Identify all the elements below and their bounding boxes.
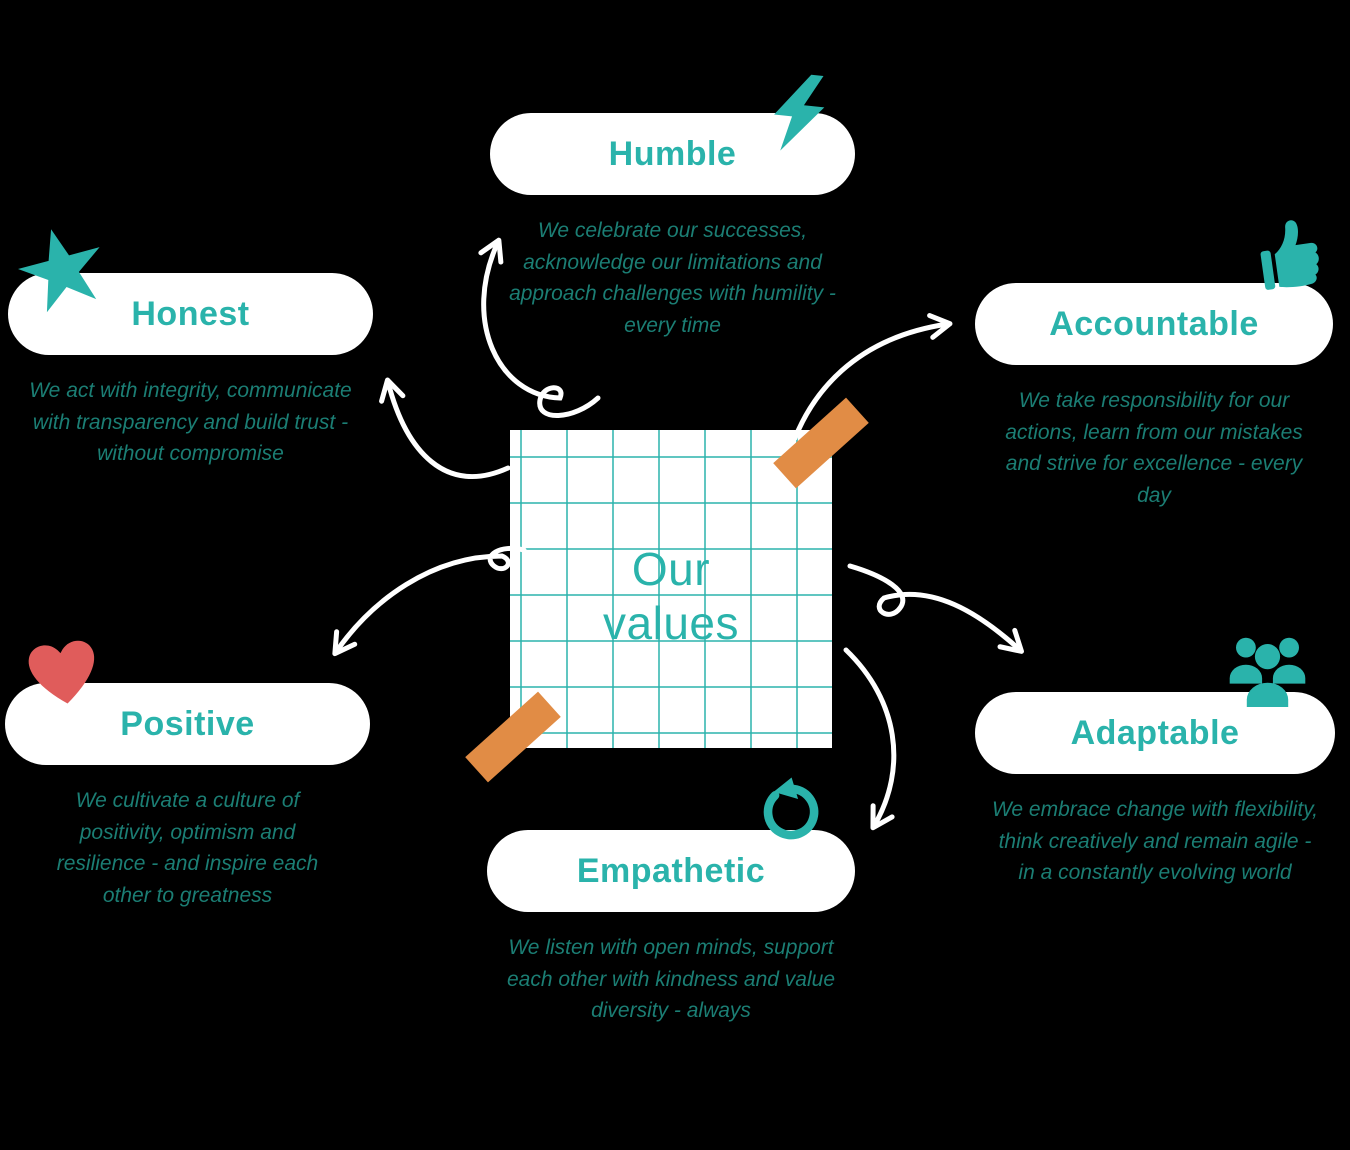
value-label: Honest (131, 294, 250, 333)
value-empathetic: Empathetic We listen with open minds, su… (487, 777, 855, 1027)
arrow-to-empathetic (843, 647, 897, 831)
cycle-icon (752, 776, 824, 848)
value-pill: Empathetic (487, 830, 855, 912)
arrow-to-positive (332, 546, 527, 657)
value-description: We embrace change with flexibility, thin… (991, 798, 1319, 884)
value-label: Adaptable (1070, 713, 1240, 752)
center-note: Our values (510, 430, 832, 748)
value-description: We cultivate a culture of positivity, op… (56, 789, 319, 907)
value-label: Humble (608, 134, 737, 173)
heart-icon (17, 625, 110, 718)
value-description: We celebrate our successes, acknowledge … (509, 219, 836, 337)
value-label: Empathetic (576, 851, 766, 890)
center-title-line2: values (603, 597, 739, 650)
value-honest: Honest We act with integrity, communicat… (8, 229, 373, 470)
value-adaptable: Adaptable We embrace change with flexibi… (975, 637, 1335, 889)
star-icon (8, 216, 116, 324)
center-title-line1: Our (631, 543, 711, 595)
value-positive: Positive We cultivate a culture of posit… (5, 640, 370, 911)
value-accountable: Accountable We take responsibility for o… (975, 220, 1333, 511)
arrow-to-accountable (792, 313, 953, 441)
thumbs-up-icon (1240, 208, 1328, 298)
value-description: We listen with open minds, support each … (506, 936, 836, 1022)
arrow-to-adaptable (847, 563, 1024, 654)
value-description: We act with integrity, communicate with … (29, 379, 352, 465)
value-pill: Accountable (975, 283, 1333, 365)
value-label: Accountable (1049, 304, 1259, 343)
people-icon (1220, 626, 1315, 716)
grid-paper (510, 430, 832, 748)
value-humble: Humble We celebrate our successes, ackno… (490, 74, 855, 341)
lightning-icon (754, 68, 844, 158)
value-description: We take responsibility for our actions, … (1005, 389, 1303, 507)
arrow-to-honest (379, 377, 511, 480)
center-title: Our values (510, 542, 832, 651)
value-label: Positive (120, 704, 255, 743)
